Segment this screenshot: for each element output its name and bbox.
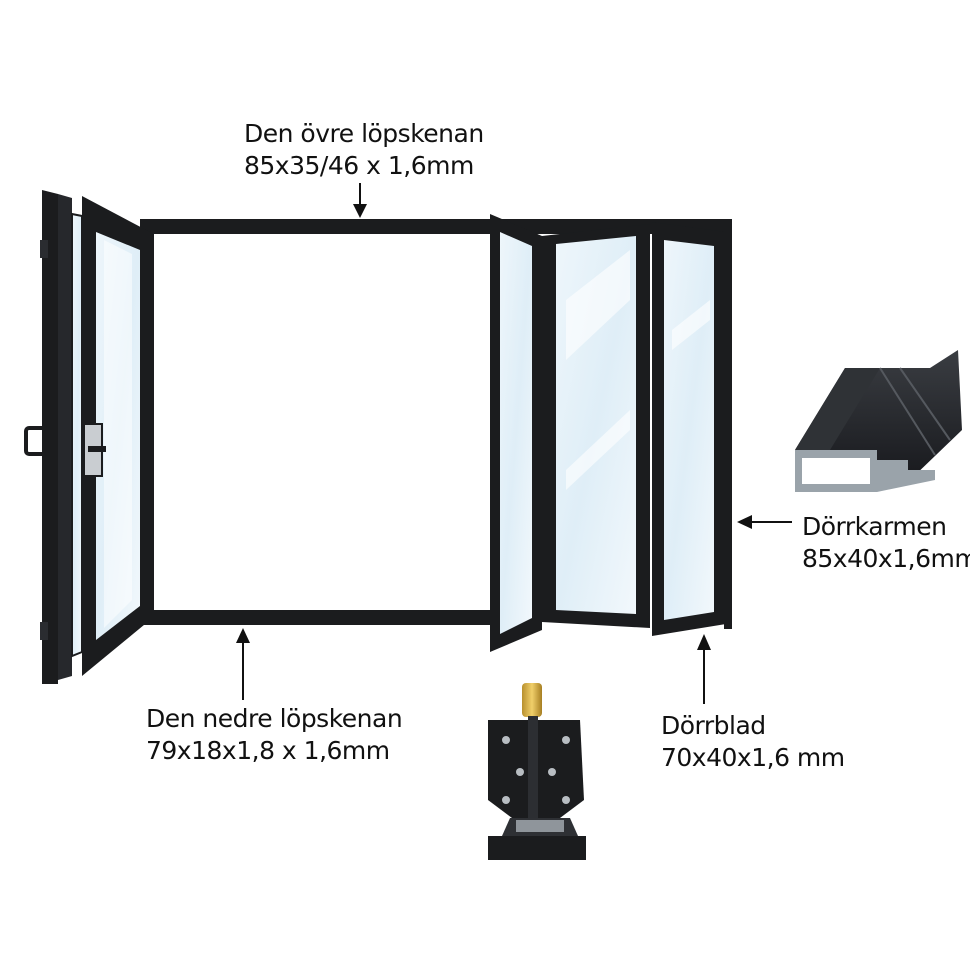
arrow-door-frame — [737, 515, 792, 529]
door-frame-label: Dörrkarmen 85x40x1,6mm — [802, 511, 970, 575]
door-frame-size: 85x40x1,6mm — [802, 544, 970, 573]
arrow-bottom-rail — [236, 628, 250, 700]
top-rail-size: 85x35/46 x 1,6mm — [244, 151, 474, 180]
bottom-rail-label: Den nedre löpskenan 79x18x1,8 x 1,6mm — [146, 703, 403, 767]
handle-icon — [24, 426, 50, 456]
door-leaf-size: 70x40x1,6 mm — [661, 743, 845, 772]
door-frame-name: Dörrkarmen — [802, 512, 947, 541]
right-folded-panels — [490, 214, 732, 652]
bottom-rail-name: Den nedre löpskenan — [146, 704, 403, 733]
roller-hardware-image — [488, 683, 586, 860]
bottom-rail-size: 79x18x1,8 x 1,6mm — [146, 736, 390, 765]
top-rail-label: Den övre löpskenan 85x35/46 x 1,6mm — [244, 118, 484, 182]
door-frame-profile-image — [795, 350, 962, 492]
arrow-top-rail — [353, 183, 367, 218]
hinge-icon — [40, 240, 48, 258]
bottom-rail — [140, 610, 510, 625]
hinge-icon — [40, 622, 48, 640]
right-jamb — [724, 219, 732, 629]
left-folded-panels — [24, 190, 150, 684]
door-leaf-name: Dörrblad — [661, 711, 766, 740]
top-rail-name: Den övre löpskenan — [244, 119, 484, 148]
callout-arrows — [236, 183, 792, 704]
door-leaf-label: Dörrblad 70x40x1,6 mm — [661, 710, 845, 774]
arrow-door-leaf — [697, 634, 711, 704]
top-rail — [140, 219, 732, 234]
